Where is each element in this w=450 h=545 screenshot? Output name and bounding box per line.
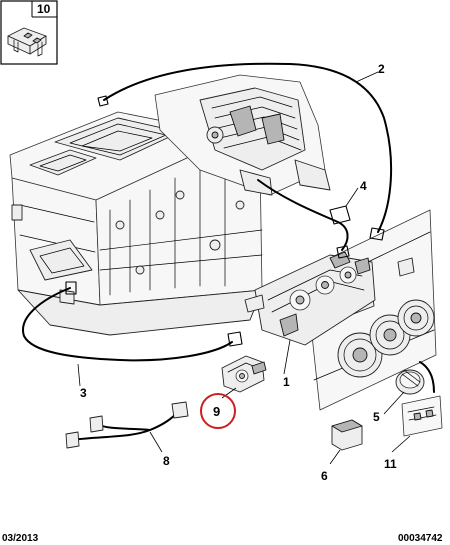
callout-8: 8 xyxy=(163,454,170,468)
control-module-part-1-drawing xyxy=(244,251,376,346)
footer-reference: 00034742 xyxy=(398,533,443,544)
callout-4: 4 xyxy=(360,179,367,193)
switch-cap-part-6-drawing xyxy=(331,419,363,451)
highlight-circle xyxy=(200,393,236,429)
fascia-dial-right xyxy=(397,299,435,337)
leader-lines xyxy=(77,71,411,465)
callout-6: 6 xyxy=(321,469,328,483)
callout-2: 2 xyxy=(378,62,385,76)
fascia-dial-left xyxy=(337,332,383,378)
inset-box-part-10: 10 xyxy=(0,0,58,65)
cable-part-3-drawing xyxy=(22,281,243,362)
callout-9-highlight[interactable]: 9 xyxy=(200,393,236,429)
callout-10: 10 xyxy=(37,2,51,16)
blower-assembly-drawing xyxy=(154,74,331,196)
bracket-part-10-drawing xyxy=(7,27,47,57)
callout-5: 5 xyxy=(373,410,380,424)
actuator-part-9-drawing xyxy=(221,355,267,393)
callout-11: 11 xyxy=(384,457,397,471)
switch-plate-part-11-drawing xyxy=(401,395,443,437)
callout-3: 3 xyxy=(80,386,87,400)
cable-part-2-drawing xyxy=(97,62,393,241)
footer-date: 03/2013 xyxy=(2,533,39,544)
wiring-harness-part-8-drawing xyxy=(65,401,189,449)
callout-1: 1 xyxy=(283,375,290,389)
knob-part-5-drawing xyxy=(395,361,435,395)
cable-part-4-drawing xyxy=(257,179,351,259)
callout-9: 9 xyxy=(213,404,220,419)
